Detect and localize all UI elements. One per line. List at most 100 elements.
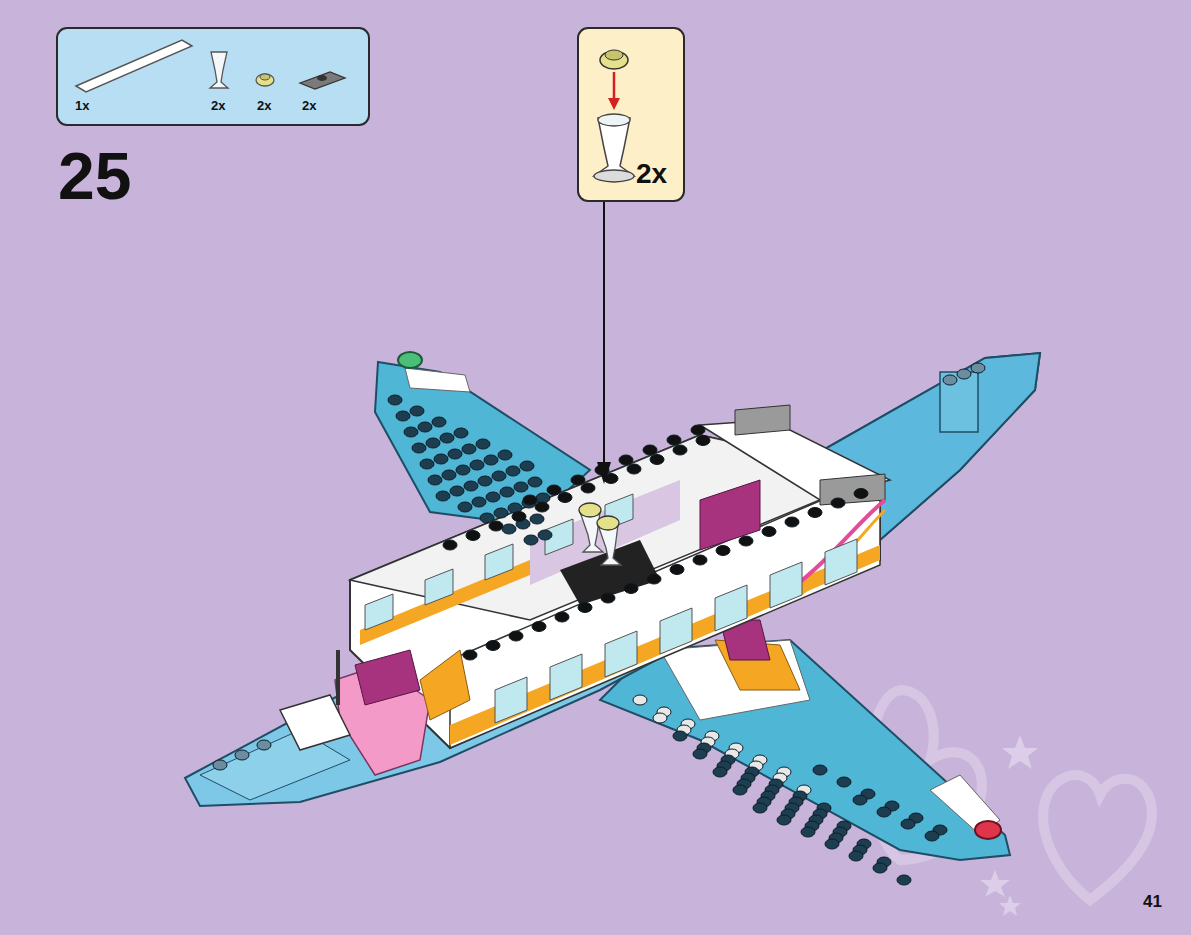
stud: [971, 363, 985, 373]
stud: [470, 460, 484, 470]
stud: [436, 491, 450, 501]
stud: [523, 495, 537, 505]
fuselage: [280, 405, 890, 775]
stud: [213, 760, 227, 770]
stud: [753, 803, 767, 813]
stud: [456, 465, 470, 475]
stud: [492, 471, 506, 481]
stud: [432, 417, 446, 427]
leader-arrow: [597, 202, 611, 484]
quantity-label: 2x: [257, 99, 271, 112]
step-number: 25: [58, 143, 131, 209]
stud: [486, 641, 500, 651]
stud: [520, 461, 534, 471]
stud: [454, 428, 468, 438]
stud: [670, 565, 684, 575]
stud: [813, 765, 827, 775]
window: [825, 539, 857, 585]
stud: [555, 612, 569, 622]
windows: [365, 494, 857, 723]
callout-box: 2x: [578, 28, 684, 201]
stud: [442, 470, 456, 480]
stud: [466, 531, 480, 541]
stud: [506, 466, 520, 476]
stud: [484, 455, 498, 465]
stud: [837, 777, 851, 787]
stud: [464, 481, 478, 491]
window: [715, 585, 747, 631]
stud: [404, 427, 418, 437]
stud: [696, 436, 710, 446]
quantity-label: 1x: [75, 99, 89, 112]
stud: [235, 750, 249, 760]
stud: [502, 524, 516, 534]
stud: [420, 459, 434, 469]
stud: [831, 498, 845, 508]
stud: [514, 482, 528, 492]
stud: [777, 815, 791, 825]
stud: [532, 622, 546, 632]
stud: [476, 439, 490, 449]
stud: [713, 767, 727, 777]
stud: [489, 521, 503, 531]
stud: [530, 514, 544, 524]
quantity-label: 2x: [636, 160, 667, 188]
stud: [257, 740, 271, 750]
stud: [412, 443, 426, 453]
stud: [524, 535, 538, 545]
window: [660, 608, 692, 654]
stud: [443, 540, 457, 550]
window: [495, 677, 527, 723]
window: [770, 562, 802, 608]
stud: [440, 433, 454, 443]
stud: [535, 502, 549, 512]
stud: [581, 483, 595, 493]
stud: [901, 819, 915, 829]
stud: [512, 512, 526, 522]
stud: [849, 851, 863, 861]
stud: [925, 831, 939, 841]
window: [485, 544, 513, 580]
stud: [462, 444, 476, 454]
stud: [558, 493, 572, 503]
studs: [213, 363, 985, 885]
stud: [877, 807, 891, 817]
stud: [578, 603, 592, 613]
stud: [498, 450, 512, 460]
stud: [673, 731, 687, 741]
stud: [528, 477, 542, 487]
stud: [472, 497, 486, 507]
stud: [667, 435, 681, 445]
window: [365, 594, 393, 630]
stud: [500, 487, 514, 497]
window: [550, 654, 582, 700]
stud: [808, 508, 822, 518]
quantity-label: 2x: [302, 99, 316, 112]
stud: [434, 454, 448, 464]
stud: [785, 517, 799, 527]
stud: [428, 475, 442, 485]
stud: [624, 584, 638, 594]
stud: [633, 695, 647, 705]
stud: [601, 593, 615, 603]
stud: [650, 455, 664, 465]
stud: [463, 650, 477, 660]
stud: [547, 485, 561, 495]
stud: [957, 369, 971, 379]
stud: [509, 631, 523, 641]
stud: [536, 493, 550, 503]
stud: [653, 713, 667, 723]
stud: [619, 455, 633, 465]
stud: [693, 555, 707, 565]
stud: [494, 508, 508, 518]
stud: [825, 839, 839, 849]
stud: [418, 422, 432, 432]
stud: [571, 475, 585, 485]
stud: [388, 395, 402, 405]
stud: [716, 546, 730, 556]
stud: [486, 492, 500, 502]
stud: [739, 536, 753, 546]
parts-list-panel: 1x2x2x2x: [57, 28, 369, 125]
window: [605, 631, 637, 677]
stud: [538, 530, 552, 540]
